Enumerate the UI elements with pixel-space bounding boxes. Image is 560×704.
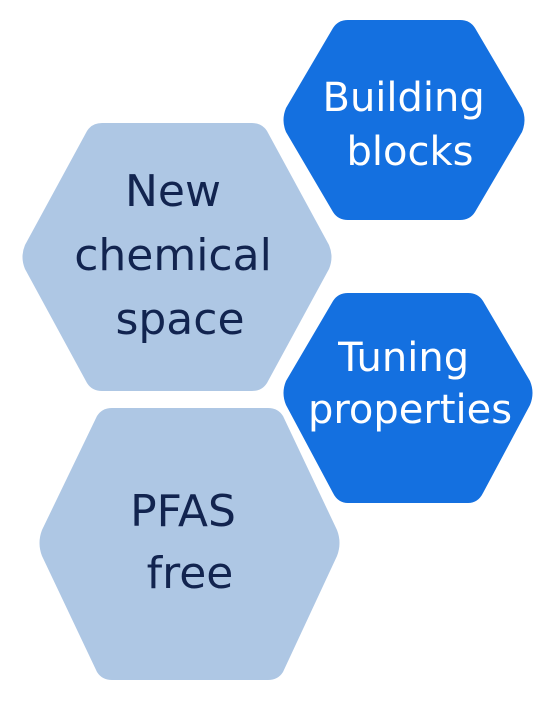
hex-new-chemical-space-line-1: New	[125, 166, 221, 217]
hex-building-blocks: Building blocks	[283, 20, 525, 220]
hex-pfas-free-label: PFAS free	[130, 486, 250, 599]
hex-pfas-free-line-2: free	[147, 548, 234, 599]
hex-building-blocks-line-2: blocks	[347, 129, 474, 175]
hex-tuning-properties: Tuning properties	[283, 293, 533, 503]
hex-new-chemical-space-line-2: chemical	[74, 230, 272, 281]
hex-building-blocks-line-1: Building	[323, 75, 485, 121]
hex-new-chemical-space: New chemical space	[22, 123, 332, 391]
hex-pfas-free-shape	[39, 408, 340, 680]
hex-new-chemical-space-label: New chemical space	[74, 166, 286, 345]
hex-pfas-free: PFAS free	[39, 408, 340, 680]
hex-tuning-properties-shape	[283, 293, 533, 503]
hex-building-blocks-shape	[283, 20, 525, 220]
hex-new-chemical-space-shape	[22, 123, 332, 391]
hex-building-blocks-label: Building blocks	[323, 75, 498, 175]
hex-tuning-properties-line-1: Tuning	[337, 335, 469, 381]
hex-pfas-free-line-1: PFAS	[130, 486, 236, 537]
hex-tuning-properties-line-2: properties	[308, 387, 512, 433]
hex-tuning-properties-label: Tuning properties	[308, 335, 512, 433]
hex-new-chemical-space-line-3: space	[115, 294, 244, 345]
